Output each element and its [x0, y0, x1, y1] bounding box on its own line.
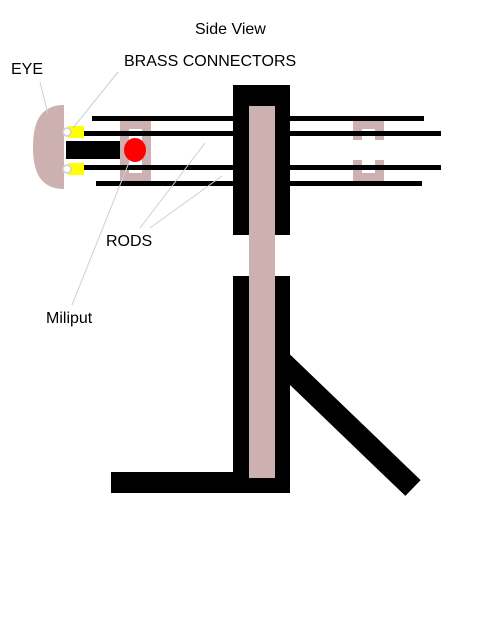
leader-eye: [39, 81, 49, 115]
eye-rod: [66, 141, 136, 159]
eye-dome: [33, 105, 64, 189]
rod-overlay-2: [290, 116, 424, 121]
brass-connector-eye-bottom: [68, 163, 84, 175]
miliput-blob: [124, 138, 146, 162]
label-eye: EYE: [11, 61, 44, 78]
rod-overlay-6: [290, 165, 441, 170]
connector-ring-bottom: [62, 164, 72, 174]
brass-connector-right: [353, 120, 384, 182]
rod-overlay-3: [78, 131, 233, 136]
rod-overlay-5: [78, 165, 233, 170]
base-foot: [111, 472, 235, 493]
label-rods: RODS: [106, 233, 153, 250]
label-miliput: Miliput: [46, 310, 93, 327]
leader-rods-2: [149, 175, 223, 229]
diagram-title: Side View: [195, 21, 266, 38]
rod-overlay-1: [92, 116, 233, 121]
label-brass-connectors: BRASS CONNECTORS: [124, 53, 297, 70]
center-post: [249, 106, 275, 478]
diagonal-brace: [274, 354, 421, 496]
leader-rods-1: [139, 142, 206, 229]
leader-brass-connectors: [72, 71, 119, 129]
connector-ring-top: [62, 127, 72, 137]
rod-overlay-4: [290, 131, 441, 136]
rod-overlay-8: [290, 181, 422, 186]
rod-overlay-7: [96, 181, 233, 186]
brass-connector-eye-top: [68, 126, 84, 138]
leader-miliput: [71, 159, 131, 306]
